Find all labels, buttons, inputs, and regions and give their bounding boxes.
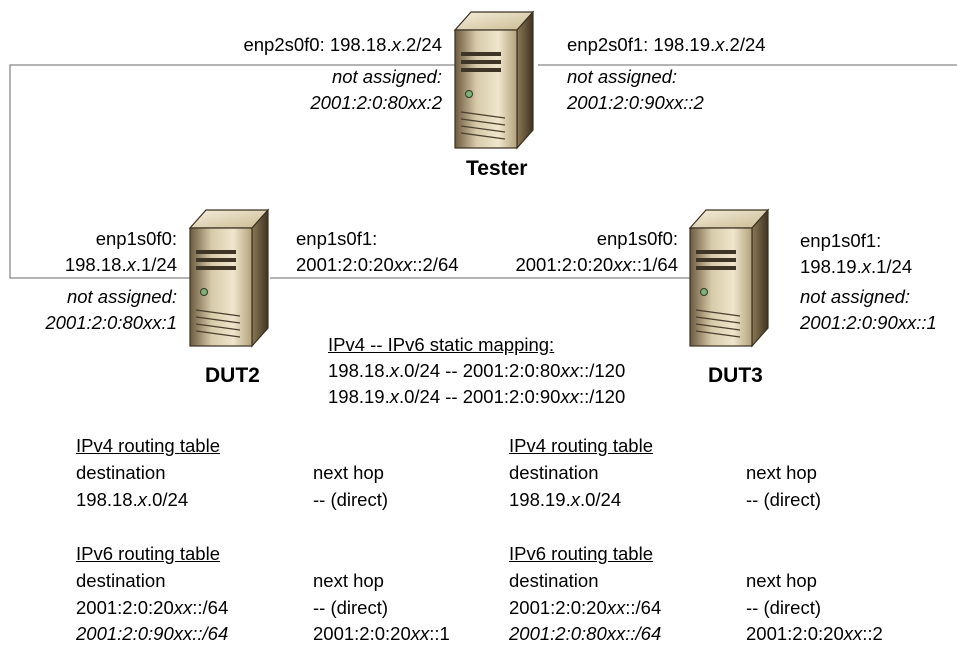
dut2-left-interface-name: enp1s0f0: bbox=[95, 228, 177, 249]
dut3-ipv4-header-next-hop: next hop bbox=[746, 462, 817, 483]
tester-left-ipv6-status: not assigned: bbox=[331, 66, 442, 87]
dut2-left-ipv6-address: 2001:2:0:80xx:1 bbox=[45, 312, 177, 333]
dut2-ipv6-row-destination: 2001:2:0:20xx::/64 bbox=[76, 597, 229, 618]
tester-left-ipv6-address: 2001:2:0:80xx:2 bbox=[310, 92, 442, 113]
dut3-ipv6-row-destination: 2001:2:0:80xx::/64 bbox=[509, 623, 662, 644]
dut3-ipv6-row-next-hop: -- (direct) bbox=[746, 597, 822, 618]
dut2-ipv6-row-next-hop: 2001:2:0:20xx::1 bbox=[313, 623, 450, 644]
dut2-ipv6-header-next-hop: next hop bbox=[313, 570, 384, 591]
link-tester-dut2 bbox=[9, 64, 458, 279]
dut2-ipv4-row-destination: 198.18.x.0/24 bbox=[76, 489, 189, 510]
mapping-line: 198.18.x.0/24 -- 2001:2:0:80xx::/120 bbox=[328, 360, 626, 381]
dut3-right-interface-name: enp1s0f1: bbox=[800, 230, 882, 251]
dut2-ipv4-row-next-hop: -- (direct) bbox=[313, 489, 389, 510]
tester-left-interface: enp2s0f0: 198.18.x.2/24 bbox=[243, 34, 442, 55]
dut3-label: DUT3 bbox=[708, 364, 763, 387]
dut2-ipv6-row-next-hop: -- (direct) bbox=[313, 597, 389, 618]
dut3-ipv4-row-next-hop: -- (direct) bbox=[746, 489, 822, 510]
dut2-right-interface-address: 2001:2:0:20xx::2/64 bbox=[296, 254, 459, 275]
dut3-right-interface-address: 198.19.x.1/24 bbox=[800, 256, 913, 277]
dut2-left-interface-address: 198.18.x.1/24 bbox=[64, 254, 177, 275]
dut3-ipv6-row-next-hop: 2001:2:0:20xx::2 bbox=[746, 623, 883, 644]
dut3-ipv6-table-title: IPv6 routing table bbox=[509, 543, 653, 564]
dut3-ipv6-row-destination: 2001:2:0:20xx::/64 bbox=[509, 597, 662, 618]
dut3-right-ipv6-status: not assigned: bbox=[800, 286, 911, 307]
dut2-left-ipv6-status: not assigned: bbox=[66, 286, 177, 307]
tester-label: Tester bbox=[466, 157, 528, 180]
dut2-right-interface-name: enp1s0f1: bbox=[296, 228, 378, 249]
dut3-left-interface-name: enp1s0f0: bbox=[596, 228, 678, 249]
dut3-ipv6-header-destination: destination bbox=[509, 570, 599, 591]
dut2-ipv4-header-destination: destination bbox=[76, 462, 166, 483]
dut2-ipv6-header-destination: destination bbox=[76, 570, 166, 591]
dut2-ipv6-row-destination: 2001:2:0:90xx::/64 bbox=[76, 623, 229, 644]
tester-right-interface: enp2s0f1: 198.19.x.2/24 bbox=[567, 34, 766, 55]
tester-server-icon bbox=[454, 11, 534, 149]
dut2-ipv4-header-next-hop: next hop bbox=[313, 462, 384, 483]
dut3-ipv4-header-destination: destination bbox=[509, 462, 599, 483]
dut2-ipv6-table-title: IPv6 routing table bbox=[76, 543, 220, 564]
dut3-server-icon bbox=[689, 209, 769, 347]
tester-right-ipv6-address: 2001:2:0:90xx::2 bbox=[567, 92, 704, 113]
network-links bbox=[9, 64, 957, 279]
dut3-right-ipv6-address: 2001:2:0:90xx::1 bbox=[800, 312, 937, 333]
tester-right-ipv6-status: not assigned: bbox=[567, 66, 678, 87]
dut2-ipv4-table-title: IPv4 routing table bbox=[76, 435, 220, 456]
dut2-server-icon bbox=[189, 209, 269, 347]
dut3-left-interface-address: 2001:2:0:20xx::1/64 bbox=[515, 254, 678, 275]
dut3-ipv6-header-next-hop: next hop bbox=[746, 570, 817, 591]
dut2-label: DUT2 bbox=[205, 364, 260, 387]
dut3-ipv4-table-title: IPv4 routing table bbox=[509, 435, 653, 456]
dut3-ipv4-row-destination: 198.19.x.0/24 bbox=[509, 489, 622, 510]
mapping-line: 198.19.x.0/24 -- 2001:2:0:90xx::/120 bbox=[328, 386, 626, 407]
mapping-title: IPv4 -- IPv6 static mapping: bbox=[328, 334, 555, 355]
